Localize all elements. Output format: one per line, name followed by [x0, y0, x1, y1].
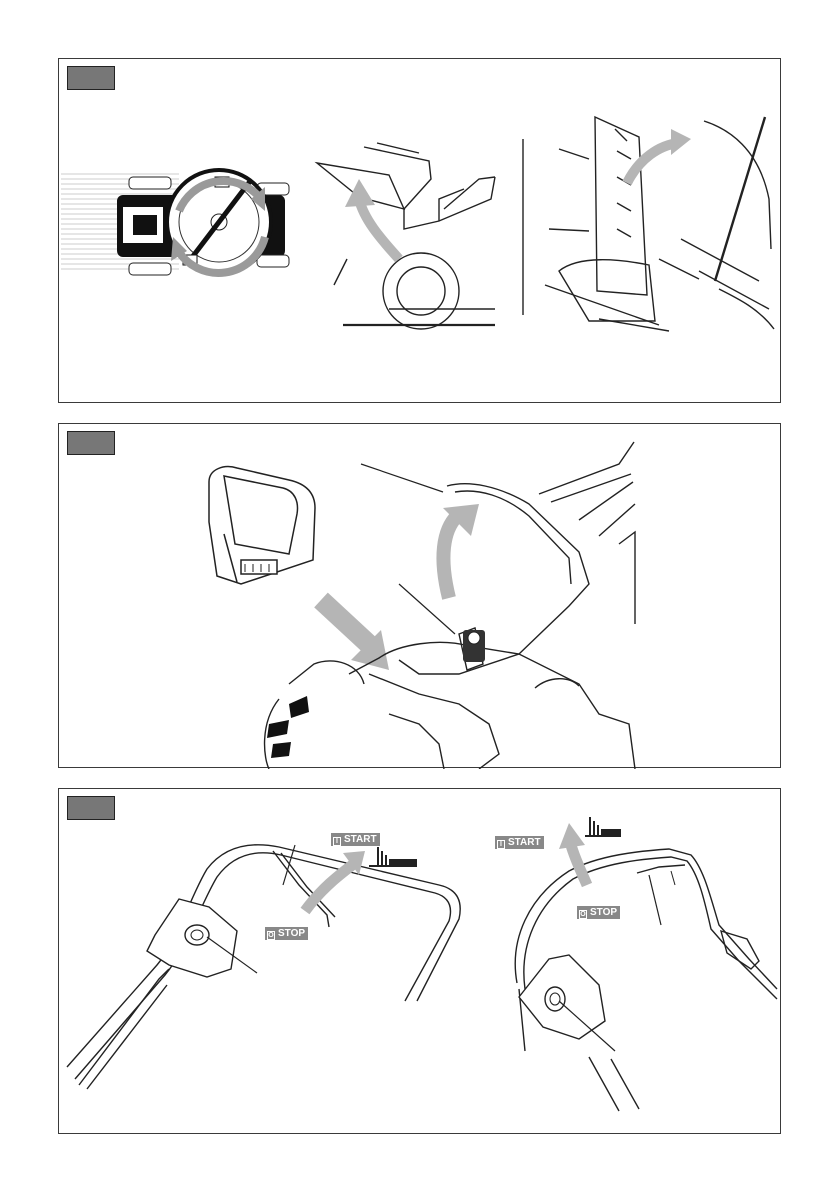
figure-3-illustration — [59, 789, 782, 1135]
right-start-button — [545, 987, 565, 1011]
start-symbol: I — [497, 840, 505, 849]
safety-key-icon — [463, 630, 485, 662]
stop-symbol: O — [579, 910, 587, 919]
grass-height-icon — [585, 817, 621, 837]
stop-symbol: O — [267, 931, 275, 940]
battery-pack-icon — [209, 467, 315, 584]
figure-1-illustration — [59, 59, 782, 404]
grass-height-icon — [369, 847, 417, 867]
left-start-button — [185, 925, 209, 945]
figure-panel-2 — [58, 423, 781, 768]
figure-2-illustration — [59, 424, 782, 769]
left-handle-view — [67, 845, 460, 1089]
battery-insert-arrow — [321, 600, 389, 670]
cover-open-arrow — [443, 504, 479, 598]
rear-flap-side-view — [317, 143, 495, 329]
start-symbol: I — [333, 837, 341, 846]
figure-panel-1 — [58, 58, 781, 403]
right-handle-view — [515, 849, 777, 1111]
wheel-tread — [267, 696, 309, 758]
